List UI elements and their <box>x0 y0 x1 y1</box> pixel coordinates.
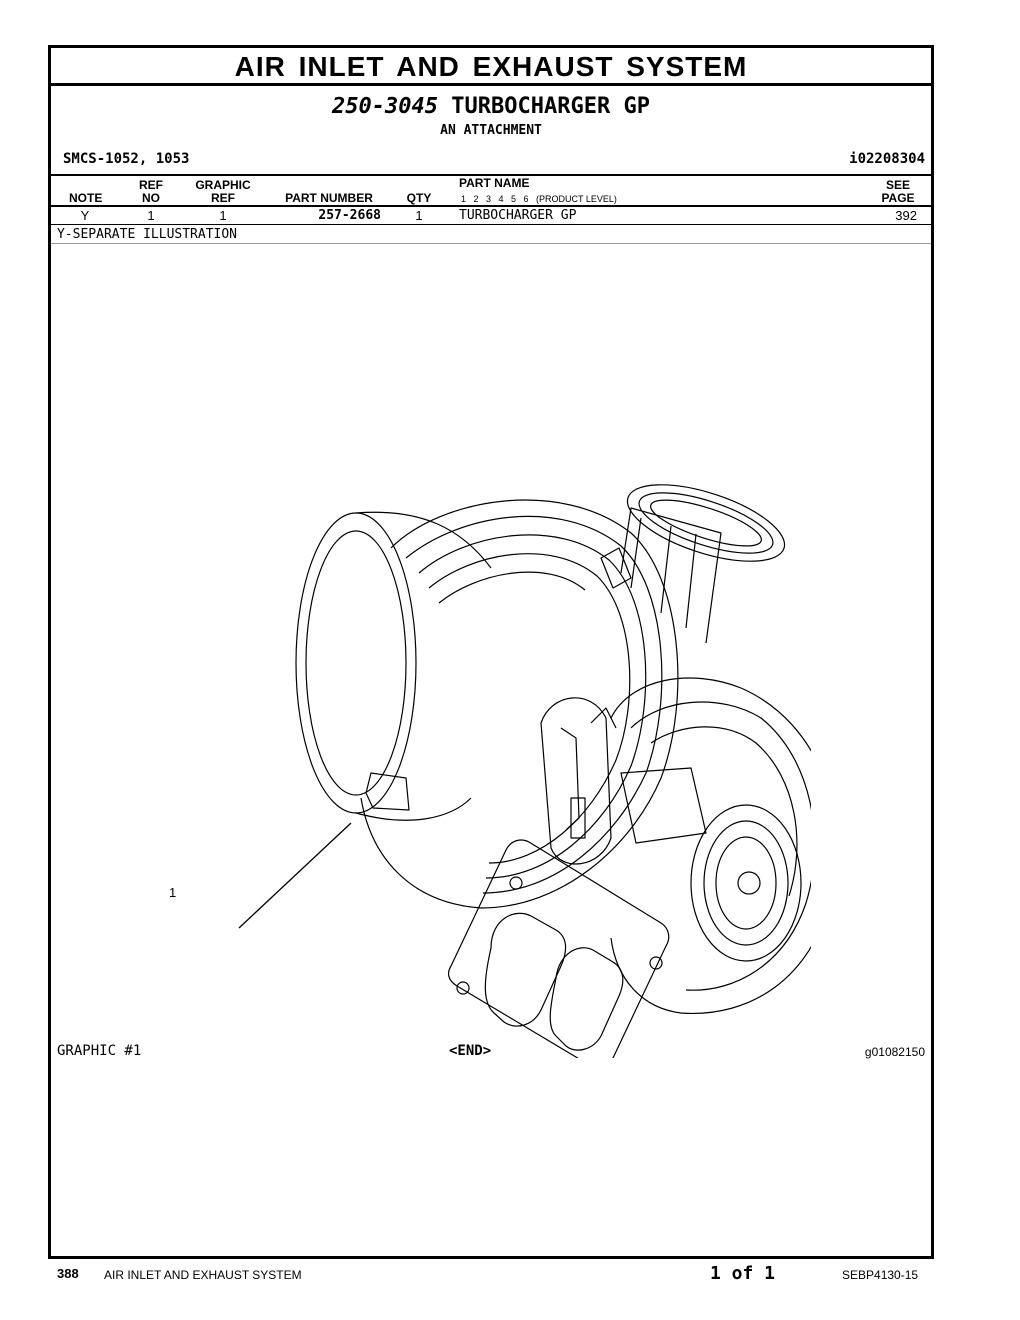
group-heading: 250-3045 TURBOCHARGER GP <box>51 94 931 119</box>
graphic-label: GRAPHIC #1 <box>57 1043 142 1059</box>
outlet-pipe-body <box>620 507 722 644</box>
bearing-housing-drain <box>570 797 586 839</box>
row-part-number: 257-2668 <box>318 208 381 223</box>
flange-bolt-hole-top <box>509 876 523 890</box>
housing-tab <box>365 772 410 811</box>
compressor-housing-ring-4 <box>438 571 586 604</box>
compressor-inlet-outer <box>295 512 417 814</box>
smcs-code: SMCS-1052, 1053 <box>63 151 190 167</box>
flange-port-left <box>484 912 567 1027</box>
column-header-part-name: PART NAME <box>459 176 530 190</box>
bearing-housing <box>540 697 612 865</box>
column-header-graphic-ref: GRAPHIC REF <box>187 179 259 205</box>
turbine-shaft-nut <box>737 871 761 895</box>
column-header-qty: QTY <box>406 191 432 205</box>
compressor-housing-ring-3 <box>428 553 631 864</box>
table-row-rule <box>51 224 931 225</box>
end-marker: <END> <box>449 1043 492 1059</box>
column-header-ref-no-line2: NO <box>142 191 160 205</box>
compressor-housing-ring-1 <box>405 515 663 894</box>
compressor-inlet-top-edge <box>355 511 492 569</box>
turbine-housing-tab <box>620 767 707 844</box>
illustration-id: i02208304 <box>849 151 925 167</box>
callout-leader-line <box>238 822 352 929</box>
bearing-housing-detail <box>560 727 580 831</box>
compressor-housing-outline <box>360 499 679 909</box>
column-header-part-number: PART NUMBER <box>285 191 373 205</box>
row-see-page: 392 <box>895 208 917 223</box>
table-header-bottom-rule <box>51 205 931 207</box>
row-note: Y <box>80 208 90 223</box>
flange-bolt-hole-left <box>456 981 470 995</box>
callout-label: 1 <box>169 885 177 900</box>
row-ref-no: 1 <box>147 208 155 223</box>
outlet-flange-bore <box>650 499 762 547</box>
page-title: AIR INLET AND EXHAUST SYSTEM <box>234 51 748 82</box>
page-footer: 388 AIR INLET AND EXHAUST SYSTEM 1 of 1 … <box>0 1262 1020 1292</box>
compressor-inlet-inner <box>305 530 407 796</box>
outlet-flange-outer <box>626 484 786 562</box>
group-subtitle: AN ATTACHMENT <box>440 123 542 138</box>
compressor-housing-ring-2 <box>418 534 647 879</box>
exhaust-inlet-flange <box>447 839 670 1058</box>
page-of-indicator: 1 of 1 <box>710 1263 776 1284</box>
outlet-pipe-clamp <box>600 547 632 589</box>
page-number: 388 <box>57 1266 79 1281</box>
parts-page-frame: AIR INLET AND EXHAUST SYSTEM 250-3045 TU… <box>48 45 934 1259</box>
compressor-inlet-bottom-edge <box>355 797 472 821</box>
outlet-pipe-rib-3 <box>685 533 697 629</box>
title-bar: AIR INLET AND EXHAUST SYSTEM <box>51 48 931 86</box>
turbine-outlet-inner <box>715 836 777 930</box>
product-level-header: 1 2 3 4 5 6 (PRODUCT LEVEL) <box>461 194 617 204</box>
turbocharger-illustration <box>238 484 811 1058</box>
row-graphic-ref: 1 <box>219 208 227 223</box>
row-part-name: TURBOCHARGER GP <box>459 208 577 223</box>
column-header-graphic-ref-line1: GRAPHIC <box>195 178 251 192</box>
column-header-note: NOTE <box>69 191 103 205</box>
bearing-housing-fitting <box>590 707 617 729</box>
column-header-ref-no: REF NO <box>133 179 169 205</box>
turbine-housing-outline <box>610 677 811 1015</box>
column-header-ref-no-line1: REF <box>139 178 163 192</box>
column-header-see-page-line2: PAGE <box>881 191 915 205</box>
turbine-outlet-outer <box>690 804 802 962</box>
column-header-graphic-ref-line2: REF <box>211 191 235 205</box>
turbine-housing-ring-1 <box>630 701 811 991</box>
group-number: 250-3045 <box>332 94 439 119</box>
outlet-pipe-rib-1 <box>630 517 642 589</box>
note-text: Y-SEPARATE ILLUSTRATION <box>57 227 238 242</box>
group-name: TURBOCHARGER GP <box>451 94 650 119</box>
column-header-see-page: SEE PAGE <box>875 179 921 205</box>
footer-section-name: AIR INLET AND EXHAUST SYSTEM <box>104 1268 302 1282</box>
graphic-id: g01082150 <box>864 1045 925 1059</box>
note-rule <box>51 243 931 244</box>
flange-bolt-hole-right <box>649 956 663 970</box>
turbine-outlet-middle <box>703 820 789 946</box>
flange-port-right <box>549 947 624 1051</box>
table-header-top-rule <box>51 174 931 176</box>
row-qty: 1 <box>415 208 423 223</box>
document-id: SEBP4130-15 <box>842 1268 919 1282</box>
column-header-see-page-line1: SEE <box>885 178 910 192</box>
outlet-flange-inner <box>638 492 774 554</box>
